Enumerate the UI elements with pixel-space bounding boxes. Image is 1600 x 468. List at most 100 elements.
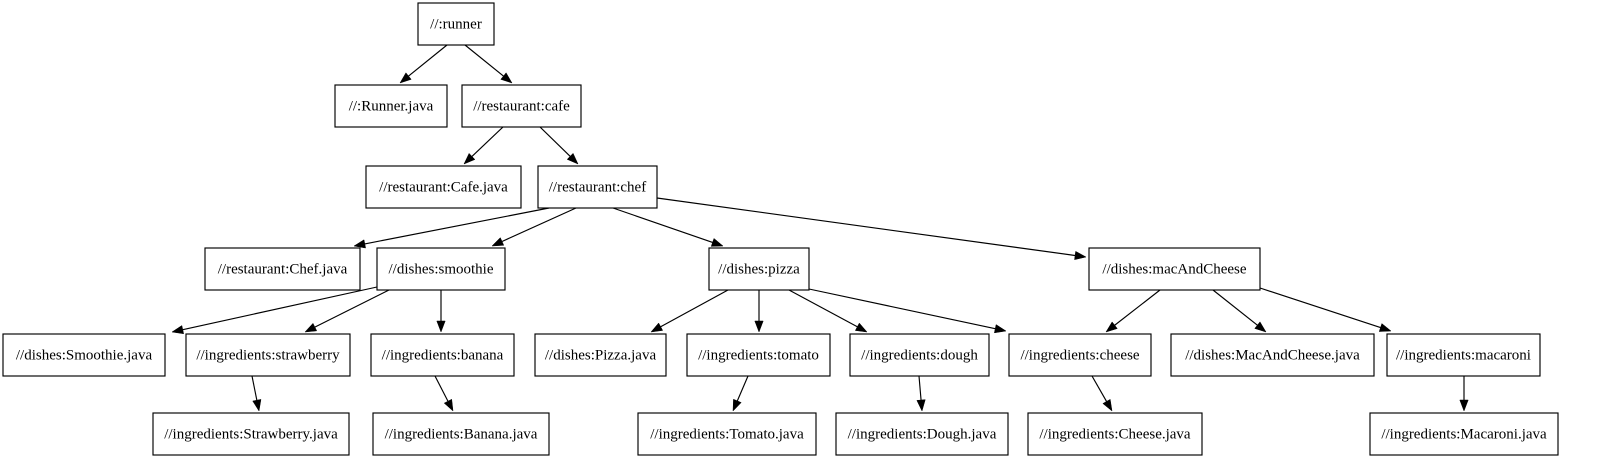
edge-arrowhead <box>436 320 446 333</box>
graph-node-dishes_smoothie_java[interactable]: //dishes:Smoothie.java <box>2 333 166 377</box>
edge-arrowhead <box>916 399 926 412</box>
graph-node-ing_tomato_java[interactable]: //ingredients:Tomato.java <box>637 412 817 456</box>
edges-layer <box>171 44 1469 412</box>
edge-line <box>251 375 258 401</box>
graph-node-dishes_pizza[interactable]: //dishes:pizza <box>708 247 810 291</box>
node-box[interactable] <box>534 333 667 377</box>
graph-edge <box>539 126 579 165</box>
edge-line <box>736 375 749 402</box>
node-box[interactable] <box>334 84 448 128</box>
node-box[interactable] <box>185 333 351 377</box>
edge-arrowhead <box>443 398 454 412</box>
edge-arrowhead <box>650 322 664 333</box>
edge-arrowhead <box>1074 250 1087 260</box>
edge-line <box>501 207 577 242</box>
edge-arrowhead <box>566 152 579 165</box>
graph-edge <box>650 289 729 333</box>
node-label: //:Runner.java <box>349 98 434 114</box>
graph-node-runner_java[interactable]: //:Runner.java <box>334 84 448 128</box>
graph-node-ing_tomato[interactable]: //ingredients:tomato <box>686 333 831 377</box>
graph-edge <box>304 289 390 333</box>
graph-node-ing_dough[interactable]: //ingredients:dough <box>849 333 990 377</box>
edge-arrowhead <box>994 324 1007 334</box>
graph-node-dishes_smoothie[interactable]: //dishes:smoothie <box>376 247 506 291</box>
edge-arrowhead <box>500 72 513 84</box>
edge-arrowhead <box>463 152 476 165</box>
edge-arrowhead <box>754 320 764 333</box>
graph-edge <box>808 288 1007 334</box>
node-label: //restaurant:cafe <box>473 98 570 114</box>
graph-node-restaurant_chef_java[interactable]: //restaurant:Chef.java <box>204 247 361 291</box>
graph-node-ing_dough_java[interactable]: //ingredients:Dough.java <box>835 412 1009 456</box>
graph-edge <box>171 286 378 335</box>
graph-node-runner[interactable]: //:runner <box>417 2 495 46</box>
graph-node-dishes_macandcheese[interactable]: //dishes:macAndCheese <box>1088 247 1261 291</box>
node-box[interactable] <box>835 412 1009 456</box>
node-box[interactable] <box>365 165 522 209</box>
graph-node-dishes_mac_java[interactable]: //dishes:MacAndCheese.java <box>1170 333 1375 377</box>
graph-node-restaurant_chef[interactable]: //restaurant:chef <box>537 165 658 209</box>
graph-edge <box>464 44 513 84</box>
graph-node-ing_macaroni_java[interactable]: //ingredients:Macaroni.java <box>1369 412 1559 456</box>
graph-node-dishes_pizza_java[interactable]: //dishes:Pizza.java <box>534 333 667 377</box>
node-label: //dishes:Smoothie.java <box>16 347 153 363</box>
graph-node-ing_strawberry_java[interactable]: //ingredients:Strawberry.java <box>152 412 350 456</box>
graph-node-ing_cheese[interactable]: //ingredients:cheese <box>1008 333 1152 377</box>
edge-line <box>182 286 378 331</box>
node-box[interactable] <box>849 333 990 377</box>
edge-line <box>539 126 571 157</box>
node-box[interactable] <box>2 333 166 377</box>
graph-edge <box>732 375 749 412</box>
edge-line <box>808 288 996 330</box>
edge-line <box>434 375 449 402</box>
edge-line <box>612 207 713 243</box>
node-box[interactable] <box>537 165 658 209</box>
graph-node-ing_strawberry[interactable]: //ingredients:strawberry <box>185 333 351 377</box>
node-box[interactable] <box>204 247 361 291</box>
node-box[interactable] <box>1088 247 1261 291</box>
node-box[interactable] <box>152 412 350 456</box>
edge-arrowhead <box>252 399 262 412</box>
node-label: //:runner <box>430 16 482 32</box>
node-label: //ingredients:macaroni <box>1396 347 1531 363</box>
edge-line <box>1259 287 1381 329</box>
graph-edge <box>1091 375 1113 412</box>
graph-node-ing_banana[interactable]: //ingredients:banana <box>370 333 515 377</box>
graph-node-restaurant_cafe[interactable]: //restaurant:cafe <box>461 84 582 128</box>
edge-line <box>1114 289 1161 326</box>
node-label: //dishes:macAndCheese <box>1102 261 1246 277</box>
edge-arrowhead <box>1254 321 1267 333</box>
node-label: //ingredients:tomato <box>698 347 819 363</box>
edge-line <box>471 126 504 157</box>
edge-arrowhead <box>1105 321 1118 333</box>
graph-edge <box>1259 287 1392 332</box>
edge-arrowhead <box>732 398 742 412</box>
node-label: //restaurant:Chef.java <box>218 261 348 277</box>
node-box[interactable] <box>1008 333 1152 377</box>
node-box[interactable] <box>461 84 582 128</box>
node-label: //ingredients:Macaroni.java <box>1381 426 1547 442</box>
graph-edge <box>1459 376 1469 412</box>
node-label: //ingredients:strawberry <box>196 347 340 363</box>
node-box[interactable] <box>1369 412 1559 456</box>
graph-node-restaurant_cafe_java[interactable]: //restaurant:Cafe.java <box>365 165 522 209</box>
node-label: //dishes:Pizza.java <box>545 347 657 363</box>
node-box[interactable] <box>372 412 550 456</box>
node-box[interactable] <box>637 412 817 456</box>
node-box[interactable] <box>1027 412 1203 456</box>
edge-arrowhead <box>1378 323 1392 332</box>
node-box[interactable] <box>376 247 506 291</box>
edge-line <box>656 197 1076 257</box>
node-box[interactable] <box>370 333 515 377</box>
node-box[interactable] <box>1170 333 1375 377</box>
edge-arrowhead <box>171 325 184 335</box>
graph-node-ing_macaroni[interactable]: //ingredients:macaroni <box>1386 333 1541 377</box>
node-box[interactable] <box>686 333 831 377</box>
node-box[interactable] <box>1386 333 1541 377</box>
node-box[interactable] <box>417 2 495 46</box>
node-box[interactable] <box>708 247 810 291</box>
graph-node-ing_cheese_java[interactable]: //ingredients:Cheese.java <box>1027 412 1203 456</box>
edge-line <box>918 375 922 401</box>
graph-node-ing_banana_java[interactable]: //ingredients:Banana.java <box>372 412 550 456</box>
node-label: //ingredients:Cheese.java <box>1039 426 1191 442</box>
